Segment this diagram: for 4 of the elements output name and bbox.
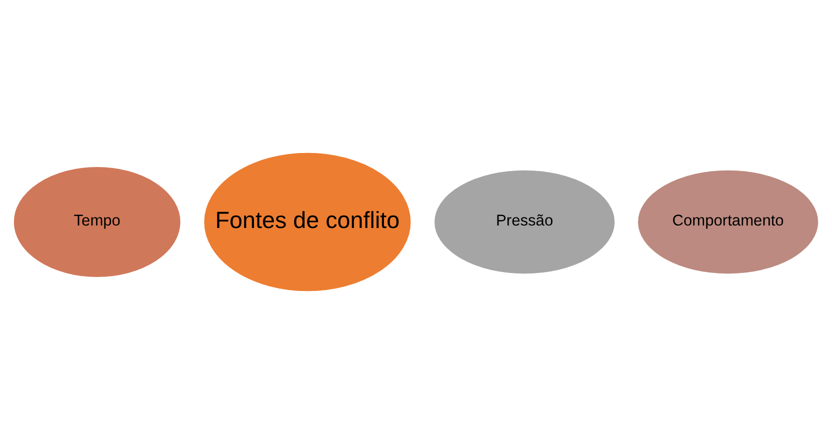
node-ellipse: Comportamento xyxy=(636,168,820,276)
node-ellipse: Fontes de conflito xyxy=(202,150,413,293)
node-ellipse: Tempo xyxy=(12,164,182,278)
node-ellipse: Pressão xyxy=(432,168,617,276)
